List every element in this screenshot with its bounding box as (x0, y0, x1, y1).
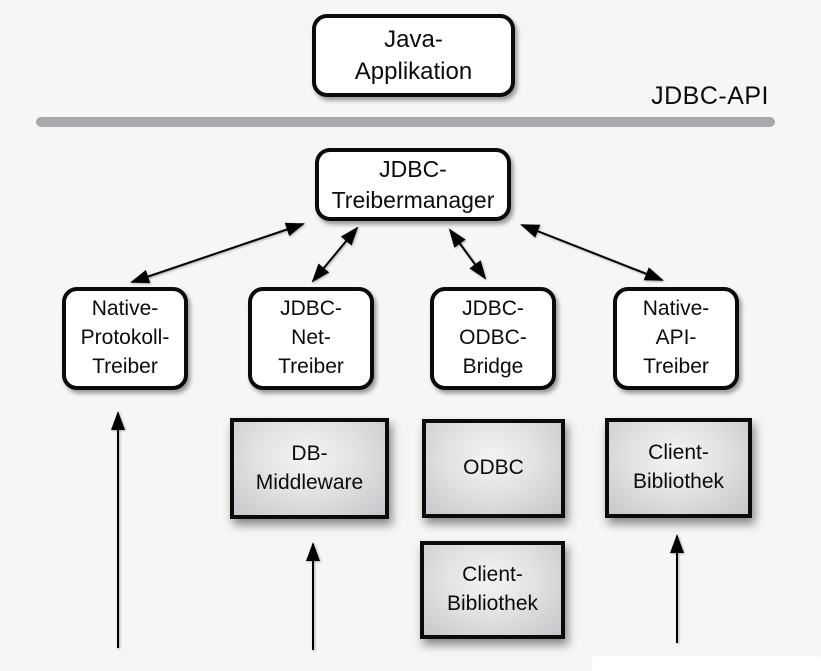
api-divider-line (36, 117, 775, 127)
arrow-manager-native-protokoll (130, 222, 305, 284)
node-client-bibliothek-right: Client- Bibliothek (605, 418, 752, 518)
node-jdbc-net-treiber: JDBC- Net- Treiber (248, 287, 374, 390)
node-jdbc-treibermanager: JDBC- Treibermanager (315, 148, 511, 221)
manager-driver-arrows (130, 222, 664, 284)
arrow-manager-jdbc-net (311, 226, 359, 283)
node-db-middleware: DB- Middleware (230, 418, 389, 519)
cutoff-box-bottom-right (592, 656, 821, 671)
node-native-protokoll-treiber: Native- Protokoll- Treiber (62, 287, 188, 390)
node-client-bibliothek-center: Client- Bibliothek (420, 541, 565, 639)
upward-arrows (111, 411, 684, 650)
arrow-manager-native-api (520, 224, 664, 281)
node-native-api-treiber: Native- API- Treiber (613, 287, 739, 390)
node-java-applikation: Java- Applikation (312, 14, 515, 97)
jdbc-api-label: JDBC-API (651, 82, 769, 110)
arrow-manager-jdbc-odbc (448, 228, 487, 280)
node-jdbc-odbc-bridge: JDBC- ODBC- Bridge (430, 287, 556, 390)
node-odbc: ODBC (422, 419, 565, 518)
